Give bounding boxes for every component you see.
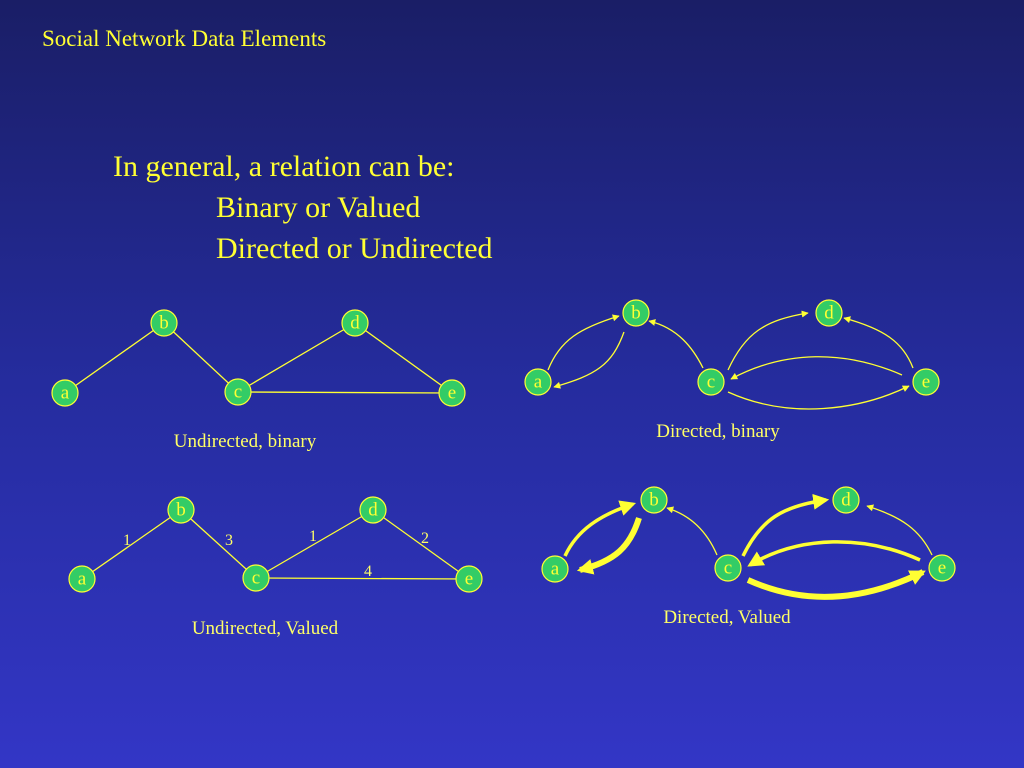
svg-text:c: c — [707, 372, 715, 393]
node-a: a — [68, 565, 96, 593]
node-e: e — [912, 368, 940, 396]
svg-text:e: e — [922, 372, 930, 393]
weight-d-e: 2 — [421, 530, 429, 547]
slide-title: Social Network Data Elements — [42, 26, 327, 51]
arc-c-to-e — [746, 569, 926, 600]
svg-text:a: a — [61, 383, 70, 404]
edge-c-e — [237, 391, 453, 394]
edge-c-d — [255, 509, 374, 579]
edge-a-b — [64, 322, 165, 394]
arc-e-to-c — [730, 356, 903, 380]
arc-c-to-e — [727, 385, 910, 410]
arc-a-to-b — [547, 314, 620, 371]
graph-directed-valued: a b c d e Directed, Valued — [541, 486, 956, 628]
node-c: c — [714, 554, 742, 582]
intro-line-1: In general, a relation can be: — [113, 150, 455, 183]
edge-c-e — [255, 577, 470, 580]
edge-b-c — [180, 509, 257, 579]
node-d: d — [359, 496, 387, 524]
svg-text:e: e — [465, 569, 473, 590]
arc-e-to-d — [866, 504, 933, 556]
edge-b-c — [163, 322, 239, 393]
graph-undirected-valued: 1 3 1 2 4 a b c d e Undirected, Valued — [68, 496, 483, 639]
caption-undirected-valued: Undirected, Valued — [192, 618, 339, 639]
node-a: a — [524, 368, 552, 396]
svg-text:d: d — [841, 490, 851, 511]
svg-text:c: c — [252, 568, 260, 589]
intro-text: In general, a relation can be: Binary or… — [113, 146, 493, 269]
node-c: c — [224, 378, 252, 406]
weight-c-d: 1 — [309, 528, 317, 545]
weight-b-c: 3 — [225, 532, 233, 549]
edge-d-e — [354, 322, 453, 394]
svg-text:c: c — [234, 382, 242, 403]
node-c: c — [242, 564, 270, 592]
svg-text:e: e — [938, 558, 946, 579]
weight-c-e: 4 — [364, 563, 372, 580]
svg-text:d: d — [368, 500, 378, 521]
svg-text:e: e — [448, 383, 456, 404]
svg-text:b: b — [159, 313, 169, 334]
svg-text:b: b — [176, 500, 186, 521]
edge-d-e — [372, 509, 470, 580]
node-c: c — [697, 368, 725, 396]
svg-text:d: d — [824, 303, 834, 324]
svg-text:b: b — [631, 303, 641, 324]
svg-text:c: c — [724, 558, 732, 579]
edge-a-b — [81, 509, 182, 580]
arc-e-to-d — [843, 316, 914, 369]
intro-line-2: Binary or Valued — [216, 191, 421, 224]
arc-c-to-b — [648, 319, 704, 369]
arc-a-to-b — [563, 500, 637, 557]
svg-text:a: a — [78, 569, 87, 590]
arc-c-to-d — [741, 493, 830, 557]
arc-c-to-b — [666, 506, 718, 556]
arc-e-to-c — [747, 540, 921, 567]
svg-text:b: b — [649, 490, 659, 511]
node-d: d — [815, 299, 843, 327]
arc-c-to-d — [727, 310, 809, 371]
caption-directed-valued: Directed, Valued — [663, 607, 791, 628]
caption-undirected-binary: Undirected, binary — [174, 431, 317, 452]
node-b: b — [150, 309, 178, 337]
node-d: d — [832, 486, 860, 514]
svg-text:a: a — [534, 372, 543, 393]
node-a: a — [541, 555, 569, 583]
graph-directed-binary: a b c d e Directed, binary — [524, 299, 940, 442]
node-b: b — [640, 486, 668, 514]
edge-c-d — [237, 322, 356, 393]
node-e: e — [455, 565, 483, 593]
node-b: b — [167, 496, 195, 524]
svg-text:a: a — [551, 559, 560, 580]
intro-line-3: Directed or Undirected — [216, 232, 493, 265]
arc-b-to-a — [576, 517, 642, 575]
node-a: a — [51, 379, 79, 407]
svg-text:d: d — [350, 313, 360, 334]
node-e: e — [928, 554, 956, 582]
node-e: e — [438, 379, 466, 407]
graph-undirected-binary: a b c d e Undirected, binary — [51, 309, 466, 452]
caption-directed-binary: Directed, binary — [656, 421, 780, 442]
node-b: b — [622, 299, 650, 327]
node-d: d — [341, 309, 369, 337]
weight-a-b: 1 — [123, 532, 131, 549]
arc-b-to-a — [553, 331, 625, 389]
